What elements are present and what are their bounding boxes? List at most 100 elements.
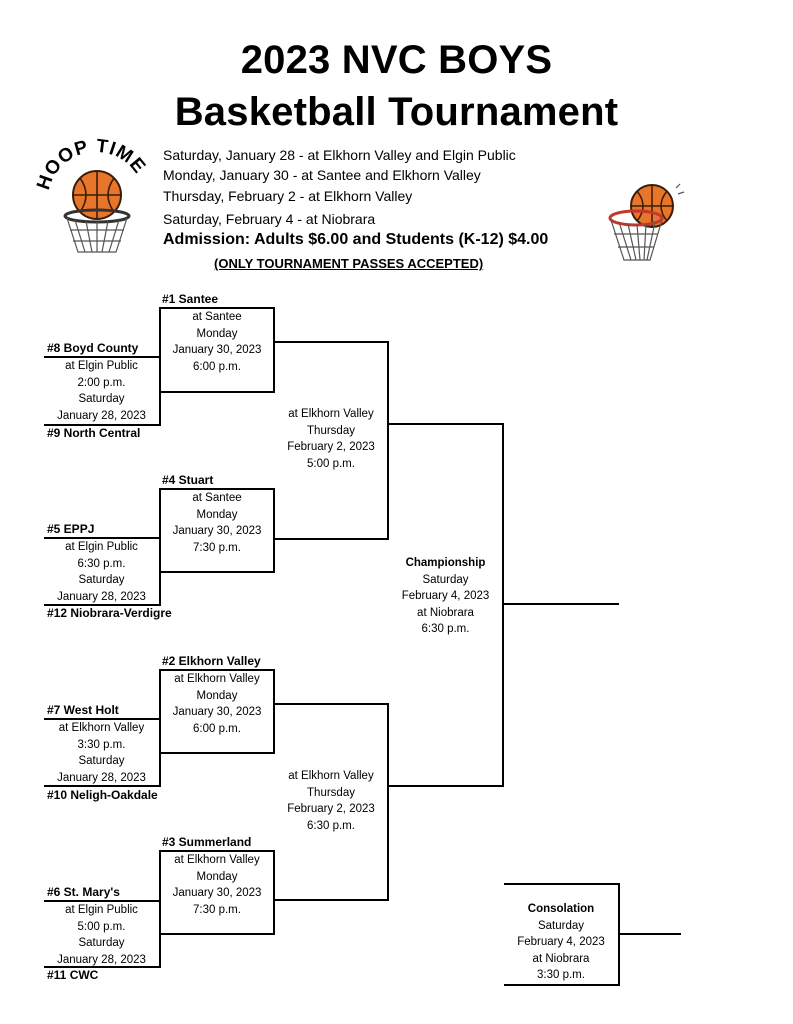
team-label: #5 EPPJ	[47, 522, 95, 536]
game-info-first-round-4: at Elgin Public 5:00 p.m. Saturday Janua…	[44, 902, 159, 968]
game-site: at Elkhorn Valley	[174, 854, 260, 866]
bracket-line	[387, 423, 504, 425]
bracket-line	[273, 850, 275, 935]
game-time: 6:00 p.m.	[193, 360, 241, 373]
bracket-line	[44, 604, 161, 606]
basketball-hoop-icon	[608, 183, 685, 261]
bracket-line	[44, 424, 161, 426]
bracket-line	[159, 850, 161, 902]
bracket-line	[44, 356, 161, 358]
game-time: 5:00 p.m.	[307, 457, 355, 470]
admission-text: Admission: Adults $6.00 and Students (K-…	[163, 231, 549, 248]
game-site: at Elkhorn Valley	[174, 673, 260, 685]
team-label: #9 North Central	[47, 426, 141, 440]
bracket-line	[273, 307, 275, 393]
team-label: #3 Summerland	[162, 835, 252, 849]
bracket-line	[273, 488, 275, 573]
bracket-line	[504, 984, 620, 986]
game-site: at Elgin Public	[65, 904, 138, 916]
game-day: Monday	[196, 508, 238, 521]
game-date: February 2, 2023	[287, 441, 375, 453]
bracket-line	[159, 488, 275, 490]
game-date: February 2, 2023	[287, 803, 375, 815]
game-day: Saturday	[537, 919, 585, 932]
game-date: February 4, 2023	[401, 590, 490, 602]
bracket-line	[44, 718, 161, 720]
game-day: Monday	[196, 870, 238, 883]
game-info-quarterfinal-4: at Elkhorn Valley Monday January 30, 202…	[161, 852, 273, 918]
passes-note: (ONLY TOURNAMENT PASSES ACCEPTED)	[214, 256, 484, 271]
bracket-line	[159, 752, 275, 754]
game-day: Monday	[196, 327, 238, 340]
game-site: at Elkhorn Valley	[288, 770, 374, 782]
bracket-line	[273, 899, 389, 901]
game-info-first-round-1: at Elgin Public 2:00 p.m. Saturday Janua…	[44, 358, 159, 424]
game-info-quarterfinal-2: at Santee Monday January 30, 2023 7:30 p…	[161, 490, 273, 556]
bracket-line	[159, 669, 161, 720]
game-info-semifinal-1: at Elkhorn Valley Thursday February 2, 2…	[275, 406, 387, 472]
schedule-line-4: Saturday, February 4 - at Niobrara	[163, 211, 376, 227]
game-time: 6:30 p.m.	[307, 819, 355, 832]
game-site: at Niobrara	[417, 606, 474, 619]
game-info-quarterfinal-1: at Santee Monday January 30, 2023 6:00 p…	[161, 309, 273, 375]
game-site: at Niobrara	[532, 952, 590, 965]
team-label: #2 Elkhorn Valley	[162, 654, 261, 668]
game-site: at Elkhorn Valley	[288, 408, 374, 420]
bracket-line	[387, 341, 389, 540]
schedule-line-3: Thursday, February 2 - at Elkhorn Valley	[163, 188, 413, 204]
bracket-line	[273, 341, 389, 343]
game-time: 5:00 p.m.	[77, 920, 126, 933]
bracket-line	[273, 669, 275, 754]
game-date: January 28, 2023	[57, 590, 146, 603]
game-info-first-round-3: at Elkhorn Valley 3:30 p.m. Saturday Jan…	[44, 720, 159, 786]
championship-label: Championship	[405, 557, 486, 569]
game-day: Monday	[196, 689, 238, 702]
game-date: January 30, 2023	[172, 887, 262, 899]
bracket-line	[159, 933, 275, 935]
game-day: Thursday	[307, 786, 355, 799]
schedule-line-1: Saturday, January 28 - at Elkhorn Valley…	[163, 147, 516, 163]
game-site: at Elkhorn Valley	[58, 722, 145, 734]
team-label: #4 Stuart	[162, 473, 214, 487]
game-date: January 30, 2023	[172, 525, 262, 537]
game-day: Saturday	[78, 937, 125, 949]
team-label: #1 Santee	[162, 292, 219, 306]
game-time: 6:30 p.m.	[77, 557, 126, 570]
game-time: 7:30 p.m.	[193, 903, 241, 916]
game-time: 3:30 p.m.	[537, 969, 585, 981]
game-site: at Elgin Public	[65, 541, 138, 553]
game-site: at Santee	[192, 492, 242, 504]
bracket-line	[159, 850, 275, 852]
team-label: #7 West Holt	[47, 703, 119, 717]
game-time: 7:30 p.m.	[193, 541, 241, 554]
bracket-line	[44, 537, 161, 539]
game-date: January 28, 2023	[57, 953, 146, 966]
bracket-line	[387, 785, 504, 787]
game-date: January 30, 2023	[172, 706, 262, 718]
team-label: #10 Neligh-Oakdale	[47, 788, 158, 802]
bracket-line	[44, 966, 161, 968]
consolation-label: Consolation	[527, 903, 595, 915]
game-site: at Elgin Public	[65, 360, 138, 372]
game-info-semifinal-2: at Elkhorn Valley Thursday February 2, 2…	[275, 768, 387, 834]
game-day: Saturday	[78, 393, 125, 405]
bracket-line	[44, 785, 161, 787]
game-day: Saturday	[422, 573, 469, 586]
bracket-line	[159, 307, 161, 358]
game-info-quarterfinal-3: at Elkhorn Valley Monday January 30, 202…	[161, 671, 273, 737]
game-site: at Santee	[192, 311, 242, 323]
game-day: Saturday	[78, 755, 125, 767]
team-label: #8 Boyd County	[47, 341, 139, 355]
bracket-line	[159, 571, 275, 573]
bracket-line	[273, 703, 389, 705]
bracket-line	[44, 900, 161, 902]
bracket-line	[502, 423, 504, 787]
team-label: #12 Niobrara-Verdigre	[47, 606, 172, 620]
game-date: February 4, 2023	[517, 936, 605, 948]
bracket-line	[502, 603, 619, 605]
game-time: 3:30 p.m.	[77, 738, 126, 751]
bracket-line	[273, 538, 389, 540]
bracket-line	[504, 883, 620, 885]
bracket-line	[618, 933, 681, 935]
game-time: 6:30 p.m.	[421, 623, 470, 635]
